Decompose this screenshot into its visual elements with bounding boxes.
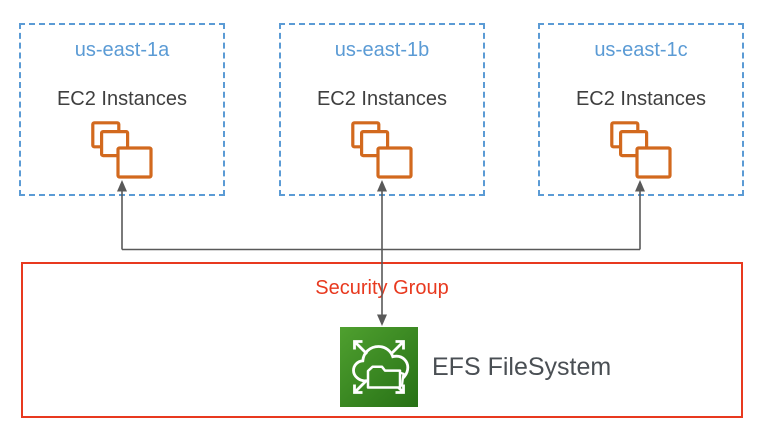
security-group-label: Security Group [315,277,449,299]
efs-filesystem-label: EFS FileSystem [432,353,612,381]
ec2-instances-label: EC2 Instances [56,88,188,110]
ec2-instances-label: EC2 Instances [316,88,448,110]
availability-zone-box-1: us-east-1a EC2 Instances [19,23,225,196]
availability-zone-box-3: us-east-1c EC2 Instances [538,23,744,196]
efs-icon-folder [366,365,402,389]
availability-zone-box-2: us-east-1b EC2 Instances [279,23,485,196]
zone-label: us-east-1a [74,39,170,61]
ec2-instances-label: EC2 Instances [575,88,707,110]
ec2-instances-icon [610,121,672,179]
efs-icon [340,327,418,407]
efs-icon-cloud [352,345,410,383]
zone-label: us-east-1c [594,39,688,61]
ec2-instances-icon [351,121,413,179]
zone-label: us-east-1b [334,39,430,61]
ec2-instances-icon [91,121,153,179]
